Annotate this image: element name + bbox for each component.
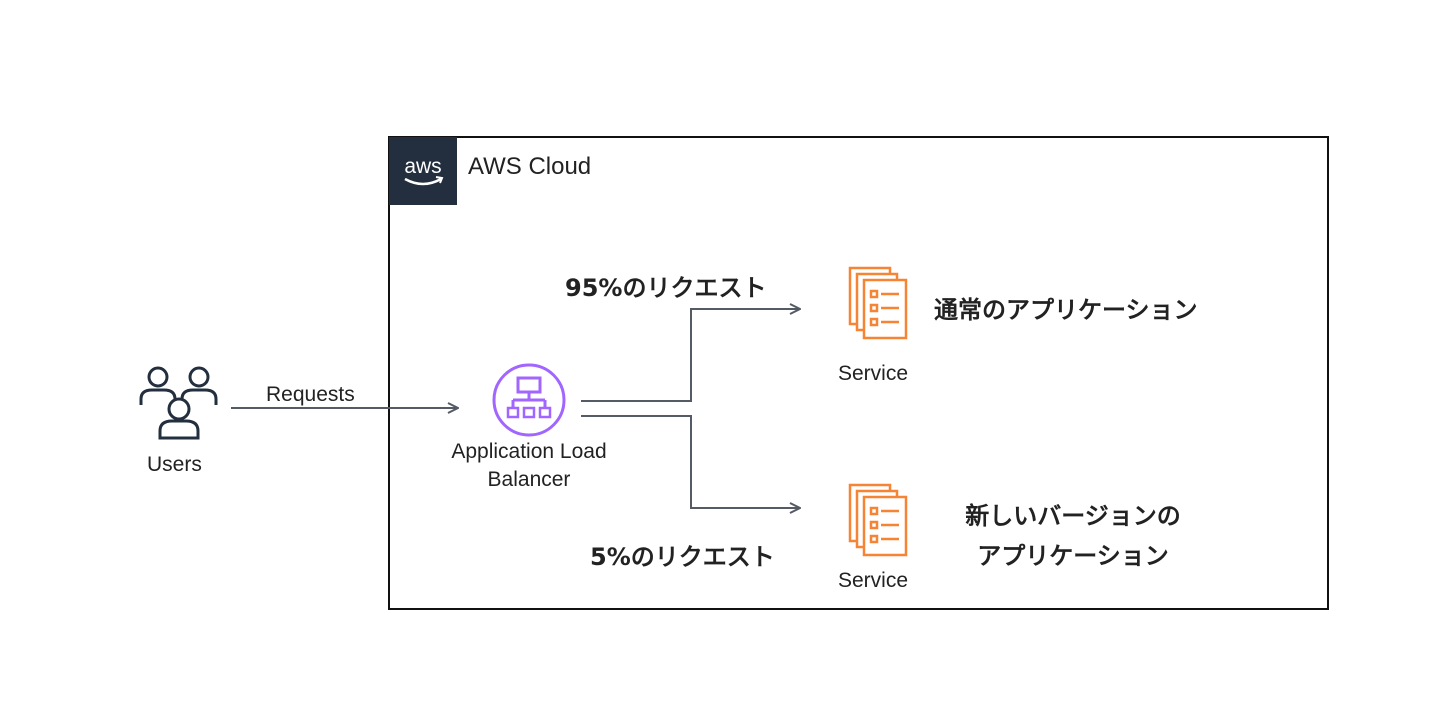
aws-cloud-group — [388, 136, 1329, 610]
service-2-label: Service — [838, 569, 909, 592]
service-icon-1 — [848, 266, 908, 340]
alb-label: Application Load Balancer — [429, 438, 629, 494]
alb-label-line1: Application Load — [451, 440, 607, 463]
svg-text:aws: aws — [404, 155, 441, 178]
route-2-percent-label: 5%のリクエスト — [590, 543, 775, 571]
alb-to-service-2-arrow — [581, 415, 800, 508]
requests-label: Requests — [266, 383, 355, 406]
service-1-description: 通常のアプリケーション — [934, 296, 1198, 324]
route-1-percent-label: 95%のリクエスト — [565, 274, 767, 302]
users-label: Users — [147, 453, 202, 476]
service-icon-2 — [848, 483, 908, 557]
service-2-description: 新しいバージョンの アプリケーション — [948, 496, 1198, 576]
users-icon — [139, 366, 218, 440]
service-2-description-line1: 新しいバージョンの — [965, 502, 1181, 530]
alb-to-service-1-arrow — [581, 309, 800, 402]
service-1-label: Service — [838, 362, 909, 385]
aws-logo-icon: aws — [389, 137, 457, 205]
cloud-title: AWS Cloud — [468, 153, 592, 180]
alb-label-line2: Balancer — [487, 468, 571, 491]
alb-icon — [492, 363, 566, 437]
service-2-description-line2: アプリケーション — [977, 542, 1169, 570]
